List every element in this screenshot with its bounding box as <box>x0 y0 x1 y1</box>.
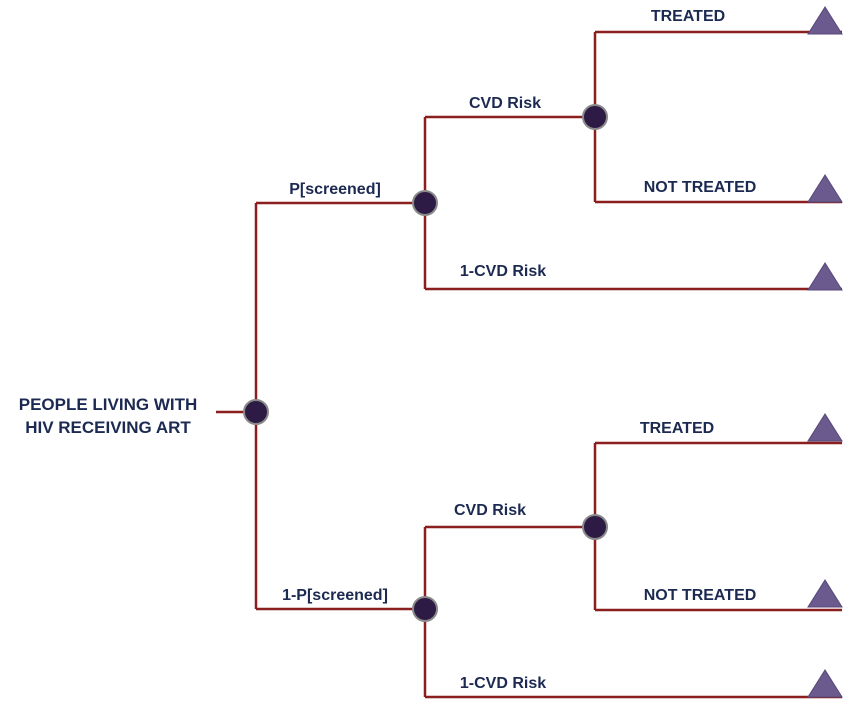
not-screened-cvd-chance-node <box>582 514 608 540</box>
terminal-node-not-screened-no-cvd <box>807 669 843 698</box>
terminal-node-screened-no-cvd <box>807 262 843 291</box>
screened-branch-label: P[screened] <box>289 181 381 198</box>
screened-treated-label: TREATED <box>651 8 725 25</box>
root-chance-node <box>243 399 269 425</box>
terminal-node-not-screened-treated <box>807 413 843 442</box>
terminal-node-not-screened-not-treated <box>807 579 843 608</box>
screened-no-cvd-risk-label: 1-CVD Risk <box>460 263 546 280</box>
not-screened-no-cvd-risk-label: 1-CVD Risk <box>460 675 546 692</box>
not-screened-cvd-risk-label: CVD Risk <box>454 502 526 519</box>
terminal-node-screened-not-treated <box>807 174 843 203</box>
root-label-line2: HIV RECEIVING ART <box>25 418 191 437</box>
not-screened-treated-label: TREATED <box>640 420 714 437</box>
screened-not-treated-label: NOT TREATED <box>644 179 757 196</box>
not-screened-not-treated-label: NOT TREATED <box>644 587 757 604</box>
not-screened-branch-label: 1-P[screened] <box>282 587 388 604</box>
root-label-line1: PEOPLE LIVING WITH <box>19 395 198 414</box>
terminal-node-screened-treated <box>807 6 843 35</box>
not-screened-chance-node <box>412 596 438 622</box>
screened-cvd-chance-node <box>582 104 608 130</box>
screened-chance-node <box>412 190 438 216</box>
screened-cvd-risk-label: CVD Risk <box>469 95 541 112</box>
